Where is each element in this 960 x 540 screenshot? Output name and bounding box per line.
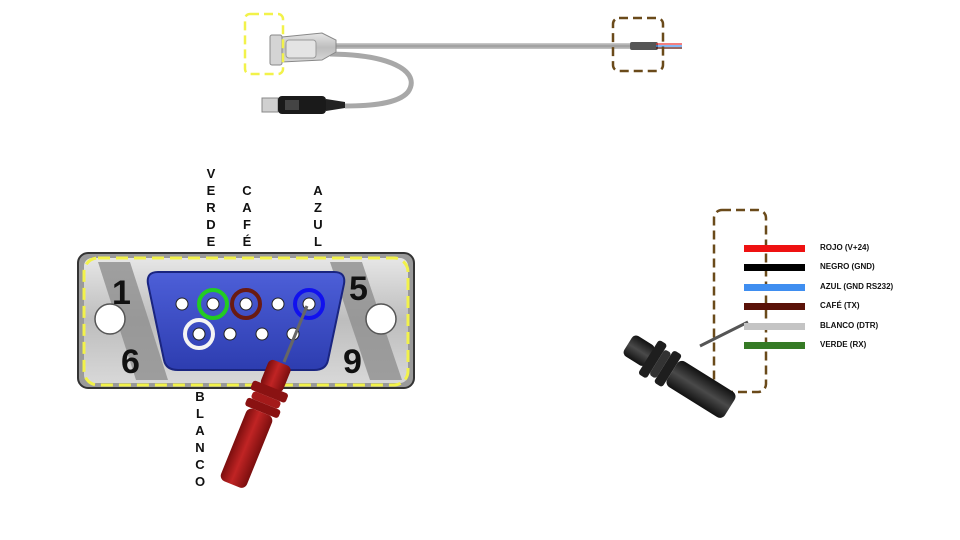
legend-item: AZUL (GND RS232) <box>744 282 934 301</box>
cable-assembly <box>243 12 682 114</box>
pin-8 <box>255 327 269 341</box>
black-probe-guard-1 <box>638 340 667 378</box>
pin-number-5: 5 <box>349 270 368 308</box>
legend-item: ROJO (V+24) <box>744 243 934 262</box>
branch-cable <box>329 51 414 109</box>
label-azul: AZUL <box>313 183 323 249</box>
legend-label: NEGRO (GND) <box>820 262 875 272</box>
legend-swatch <box>744 283 805 291</box>
mounting-hole-left <box>94 303 126 335</box>
legend-label: BLANCO (DTR) <box>820 320 879 330</box>
legend-swatch <box>744 264 805 272</box>
legend-item: CAFÉ (TX) <box>744 301 934 320</box>
black-probe-ring <box>650 350 671 378</box>
red-probe-guard-2 <box>245 397 281 418</box>
red-probe-needle <box>282 305 309 363</box>
db9-face <box>146 271 346 371</box>
wire-color-legend: ROJO (V+24) NEGRO (GND) AZUL (GND RS232)… <box>744 243 934 359</box>
legend-label: AZUL (GND RS232) <box>820 281 894 291</box>
red-probe-guard-1 <box>250 380 288 403</box>
cable-end-sleeve <box>630 42 658 50</box>
legend-item: BLANCO (DTR) <box>744 321 934 340</box>
legend-swatch <box>744 245 805 252</box>
label-cafe: CAFÉ <box>242 183 252 249</box>
legend-label: VERDE (RX) <box>820 339 867 349</box>
pin-number-1: 1 <box>112 274 131 312</box>
pin-number-6: 6 <box>121 343 140 381</box>
red-probe <box>220 305 309 488</box>
black-probe-tip <box>623 335 655 366</box>
black-probe-needle <box>699 320 749 348</box>
db9-connector-front <box>77 252 415 389</box>
legend-swatch <box>744 303 805 311</box>
connector-front-highlight-box <box>82 256 410 387</box>
red-probe-tip <box>260 359 291 392</box>
label-verde: VERDE <box>206 166 216 249</box>
wire-end-highlight-box <box>611 16 665 73</box>
black-probe-handle <box>666 360 736 418</box>
pin-highlight-azul <box>293 288 325 320</box>
red-probe-ring <box>251 391 281 409</box>
usb-icon <box>285 100 299 110</box>
pin-highlight-verde <box>197 288 229 320</box>
pin-highlight-blanco <box>183 318 215 350</box>
db9-side-hood <box>285 39 317 59</box>
legend-label: CAFÉ (TX) <box>820 301 860 311</box>
legend-item: NEGRO (GND) <box>744 262 934 281</box>
legend-label: ROJO (V+24) <box>820 243 870 252</box>
red-probe-handle <box>220 408 273 488</box>
usb-strain-relief <box>326 99 345 111</box>
usb-plug-metal <box>261 97 279 113</box>
pin-1 <box>175 297 189 311</box>
main-cable <box>330 43 630 49</box>
wires-highlight-box <box>712 208 768 394</box>
pin-3 <box>239 297 253 311</box>
bottom-pin-row <box>192 327 300 341</box>
label-blanco: BLANCO <box>194 389 206 489</box>
pin-6 <box>192 327 206 341</box>
pin-2 <box>206 297 220 311</box>
pin-number-9: 9 <box>343 343 362 381</box>
legend-swatch <box>744 341 805 349</box>
top-pin-row <box>175 297 316 311</box>
shell-shade-left <box>98 262 168 380</box>
connector-highlight-box <box>243 12 285 76</box>
legend-swatch <box>744 322 805 330</box>
pin-4 <box>271 297 285 311</box>
pin-highlight-cafe <box>230 288 262 320</box>
black-probe-assembly <box>623 208 768 418</box>
pin-7 <box>223 327 237 341</box>
mounting-hole-right <box>365 303 397 335</box>
legend-item: VERDE (RX) <box>744 340 934 359</box>
db9-side-flange <box>269 34 283 66</box>
black-probe-guard-2 <box>654 351 682 387</box>
